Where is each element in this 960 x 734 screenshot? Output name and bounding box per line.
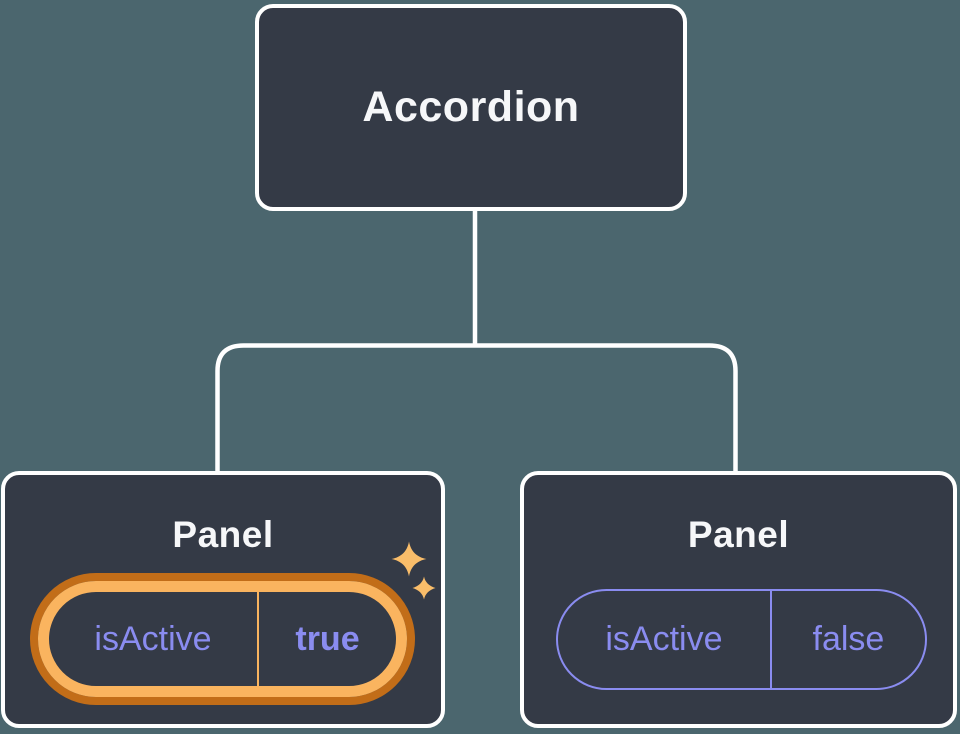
state-pill-highlighted: isActive true (30, 573, 415, 705)
state-pill: isActive false (556, 589, 927, 690)
panel-component-label: Panel (687, 514, 790, 555)
panel-component-label: Panel (172, 514, 274, 555)
panel-component-box-active: Panel isActive true (1, 471, 445, 728)
panel-component-box-inactive: Panel isActive false (520, 471, 957, 728)
connector-branch (215, 343, 738, 473)
state-pill-divider (769, 591, 772, 688)
state-name: isActive (605, 620, 723, 658)
sparkle-small (412, 576, 436, 600)
root-component-label: Accordion (362, 83, 580, 131)
state-pill-divider (257, 592, 259, 686)
state-pill-inner: isActive true (38, 581, 407, 697)
root-component-box: Accordion (255, 4, 687, 211)
state-value: false (812, 620, 885, 658)
state-name: isActive (94, 619, 212, 658)
state-value: true (295, 619, 360, 658)
